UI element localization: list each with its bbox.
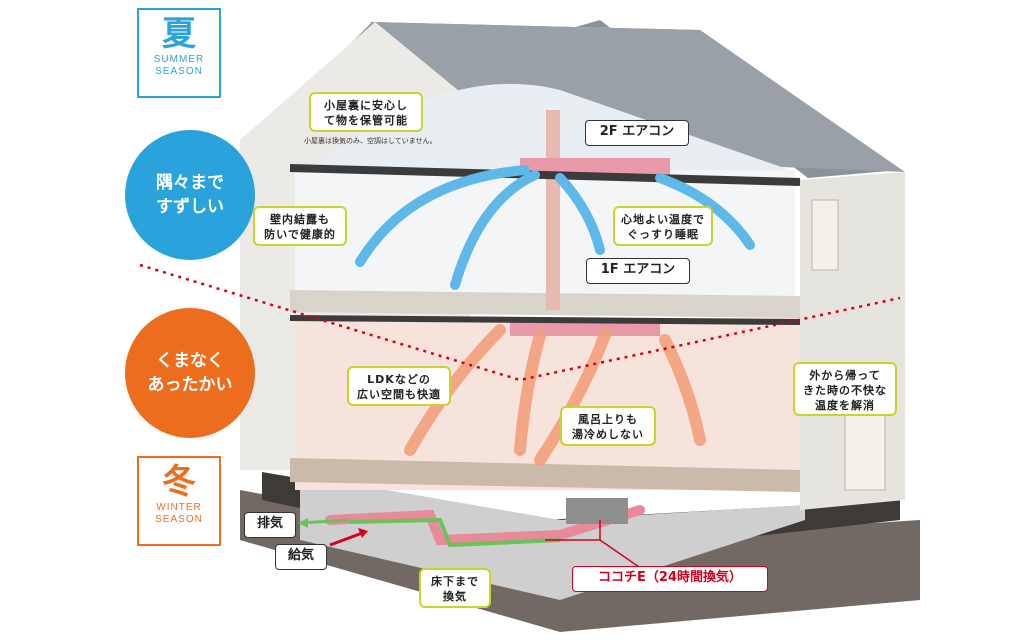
season-divider (139, 263, 901, 382)
exhaust-arrow (299, 518, 351, 525)
callout-underfloor: 床下まで 換気 (419, 568, 491, 608)
second-floor-slab (290, 290, 800, 318)
summer-kanji: 夏 (162, 14, 196, 54)
right-window-upper (811, 199, 839, 271)
callout-ldk: LDKなどの 広い空間も快適 (347, 366, 451, 406)
system-unit (566, 498, 628, 524)
callout-bath: 風呂上りも 湯冷めしない (560, 406, 656, 446)
summer-label-line2: SEASON (155, 66, 203, 77)
tag-supply: 給気 (275, 544, 327, 570)
callout-outside: 外から帰って きた時の不快な 温度を解消 (793, 362, 897, 416)
winter-label-line2: SEASON (155, 514, 203, 525)
first-floor-slab (290, 458, 800, 492)
underfloor-duct (325, 505, 645, 546)
summer-badge: 夏 SUMMER SEASON (137, 8, 221, 98)
winter-badge: 冬 WINTER SEASON (137, 456, 221, 546)
tag-ac-1f: 1F エアコン (586, 258, 690, 284)
warm-air-arrows (404, 324, 706, 466)
summer-circle: 隅々まで すずしい (125, 130, 255, 260)
underfloor-duct-green (349, 517, 561, 548)
attic-note: 小屋裏は換気のみ、空調はしていません。 (304, 137, 437, 145)
roof-surface (370, 22, 905, 172)
summer-label-line1: SUMMER (153, 54, 205, 65)
callout-attic: 小屋裏に安心し て物を保管可能 (309, 92, 423, 132)
callout-sleep: 心地よい温度で ぐっすり睡眠 (613, 206, 713, 246)
supply-arrow (329, 530, 366, 547)
tag-ac-2f: 2F エアコン (585, 120, 689, 146)
callout-condensation: 壁内結露も 防いで健康的 (253, 206, 347, 246)
cool-air-arrows (355, 165, 755, 290)
vertical-duct (546, 110, 560, 310)
winter-label-line1: WINTER (156, 502, 202, 513)
tag-system: ココチE（24時間換気） (572, 566, 768, 592)
winter-circle: くまなく あったかい (125, 308, 255, 438)
tag-exhaust: 排気 (244, 512, 296, 538)
second-floor-room (295, 170, 795, 300)
winter-kanji: 冬 (162, 462, 196, 502)
